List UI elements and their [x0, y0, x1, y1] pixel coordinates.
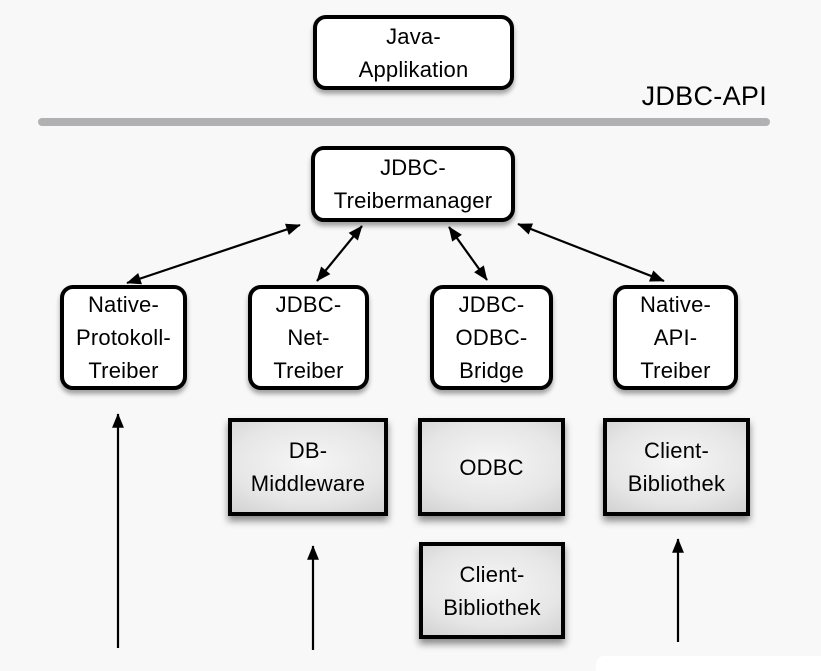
jdbc-api-divider-line [38, 118, 770, 126]
edge-manager-jdbc-odbc [448, 226, 488, 281]
node-client-bibliothek-bottom: Client- Bibliothek [419, 542, 565, 639]
node-jdbc-treibermanager: JDBC- Treibermanager [311, 146, 515, 222]
cutoff-box-bottom-right [596, 656, 821, 671]
node-jdbc-odbc-bridge: JDBC- ODBC- Bridge [430, 285, 553, 390]
node-java-applikation: Java- Applikation [313, 15, 514, 90]
jdbc-api-label: JDBC-API [641, 81, 767, 111]
node-jdbc-net-treiber: JDBC- Net- Treiber [248, 285, 369, 390]
node-native-api-treiber: Native- API- Treiber [613, 285, 738, 390]
edge-manager-native-protokoll [126, 223, 301, 285]
node-db-middleware: DB- Middleware [228, 418, 388, 516]
edge-manager-jdbc-net [316, 225, 363, 282]
node-client-bibliothek-right: Client- Bibliothek [603, 418, 750, 516]
edge-manager-native-api [517, 222, 665, 283]
node-odbc: ODBC [418, 418, 565, 516]
node-native-protokoll-treiber: Native- Protokoll- Treiber [60, 285, 187, 390]
